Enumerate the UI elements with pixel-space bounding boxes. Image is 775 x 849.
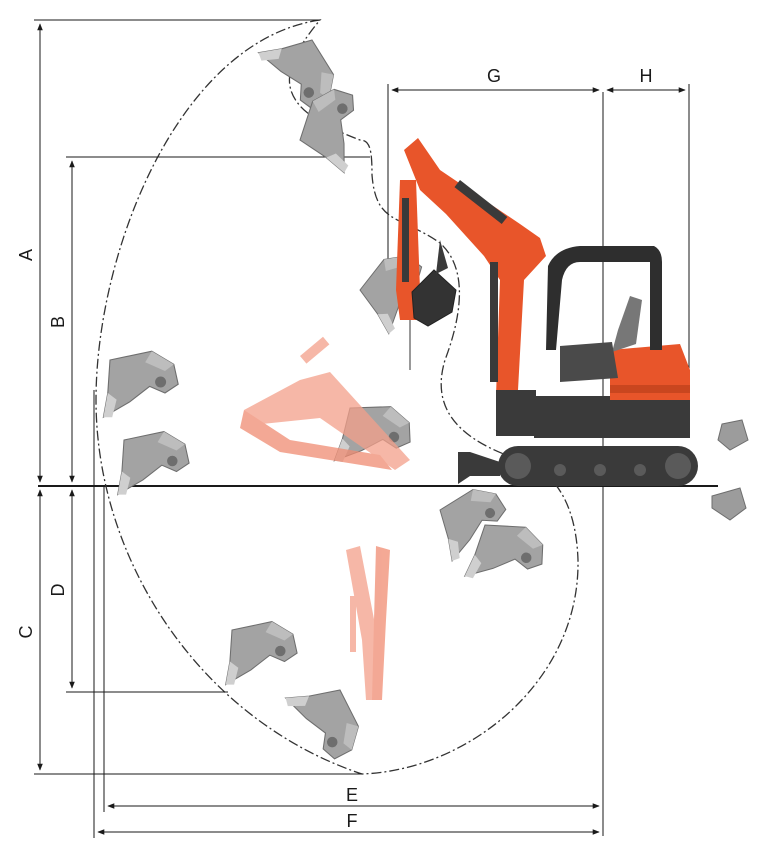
blade-icons-right	[711, 419, 749, 521]
dimension-f: F	[93, 390, 600, 838]
seat	[612, 296, 642, 352]
upper-body	[534, 396, 690, 438]
label-f: F	[347, 811, 358, 831]
dozer-blade	[458, 452, 500, 484]
bucket-deepest	[285, 681, 366, 768]
arm-cylinder	[402, 198, 409, 282]
label-g: G	[487, 66, 501, 86]
dimension-h: H	[606, 66, 690, 400]
bucket-top	[258, 30, 381, 174]
boom	[404, 138, 546, 402]
cab-frame	[546, 246, 662, 350]
working-bucket	[411, 269, 457, 327]
dimension-c: C	[16, 489, 362, 775]
excavator	[396, 138, 698, 486]
label-b: B	[48, 316, 68, 328]
label-e: E	[346, 785, 358, 805]
dimension-b: B	[48, 156, 370, 483]
label-a: A	[16, 249, 36, 261]
label-h: H	[640, 66, 653, 86]
dimension-d: D	[48, 489, 228, 693]
dimension-g: G	[387, 66, 600, 288]
reach-envelope	[95, 19, 579, 775]
bucket-depth-left	[225, 621, 298, 686]
swing-post	[496, 390, 536, 436]
dimension-a: A	[16, 19, 320, 483]
bucket-left-high	[102, 350, 179, 418]
label-d: D	[48, 584, 68, 597]
label-c: C	[16, 626, 36, 639]
ghost-arm-vertical	[346, 546, 390, 700]
boom-cylinder	[490, 262, 498, 382]
ghost-arm-horizontal	[240, 336, 410, 470]
